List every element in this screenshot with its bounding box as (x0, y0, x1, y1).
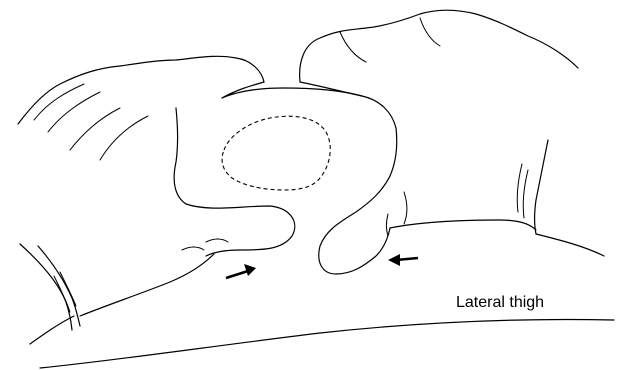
lateral-thigh-label: Lateral thigh (456, 294, 544, 312)
left-wrist (20, 244, 80, 344)
right-hand (300, 10, 604, 274)
mass-contour (222, 116, 330, 190)
compression-arrow-right (388, 254, 418, 266)
tissue-mound (222, 88, 362, 98)
compression-arrow-left (226, 264, 256, 278)
thigh-outline (40, 320, 614, 368)
